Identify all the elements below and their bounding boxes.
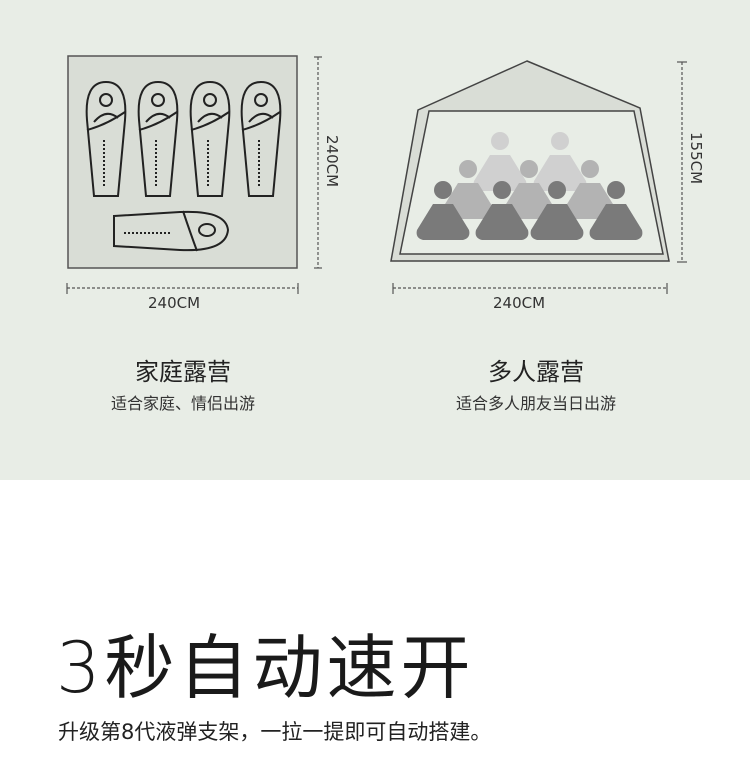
- width-dimension-line: [66, 283, 299, 294]
- width-label: 240CM: [493, 294, 546, 312]
- sleeping-bag-icon: [85, 80, 127, 197]
- scene-subtitle: 适合多人朋友当日出游: [455, 394, 616, 413]
- tent-illustrations: [66, 55, 687, 294]
- floor-plan-diagram: [66, 55, 322, 294]
- feature-description: 升级第8代液弹支架，一拉一提即可自动搭建。: [58, 720, 492, 744]
- person-icon: [475, 181, 529, 240]
- sleeping-bag-icon: [240, 80, 282, 197]
- person-icon: [416, 181, 470, 240]
- scene-title: 多人露营: [488, 358, 584, 386]
- scene-title: 家庭露营: [135, 358, 231, 386]
- scene-subtitle: 适合家庭、情侣出游: [110, 394, 255, 413]
- person-icon: [473, 132, 527, 191]
- depth-dimension-line: [314, 56, 322, 269]
- sleeping-bag-icon: [137, 80, 179, 197]
- person-icon: [589, 181, 643, 240]
- sleeping-bag-icon: [113, 210, 230, 252]
- width-label: 240CM: [148, 294, 201, 312]
- depth-label: 240CM: [323, 135, 341, 188]
- height-label: 155CM: [687, 132, 705, 185]
- height-dimension-line: [677, 61, 687, 263]
- person-icon: [533, 132, 587, 191]
- width-dimension-line: [392, 283, 668, 294]
- tent-front-diagram: [390, 60, 687, 294]
- person-icon: [530, 181, 584, 240]
- person-icon: [502, 160, 556, 219]
- sleeping-bag-icon: [189, 80, 231, 197]
- feature-headline: 3秒自动速开: [56, 627, 475, 709]
